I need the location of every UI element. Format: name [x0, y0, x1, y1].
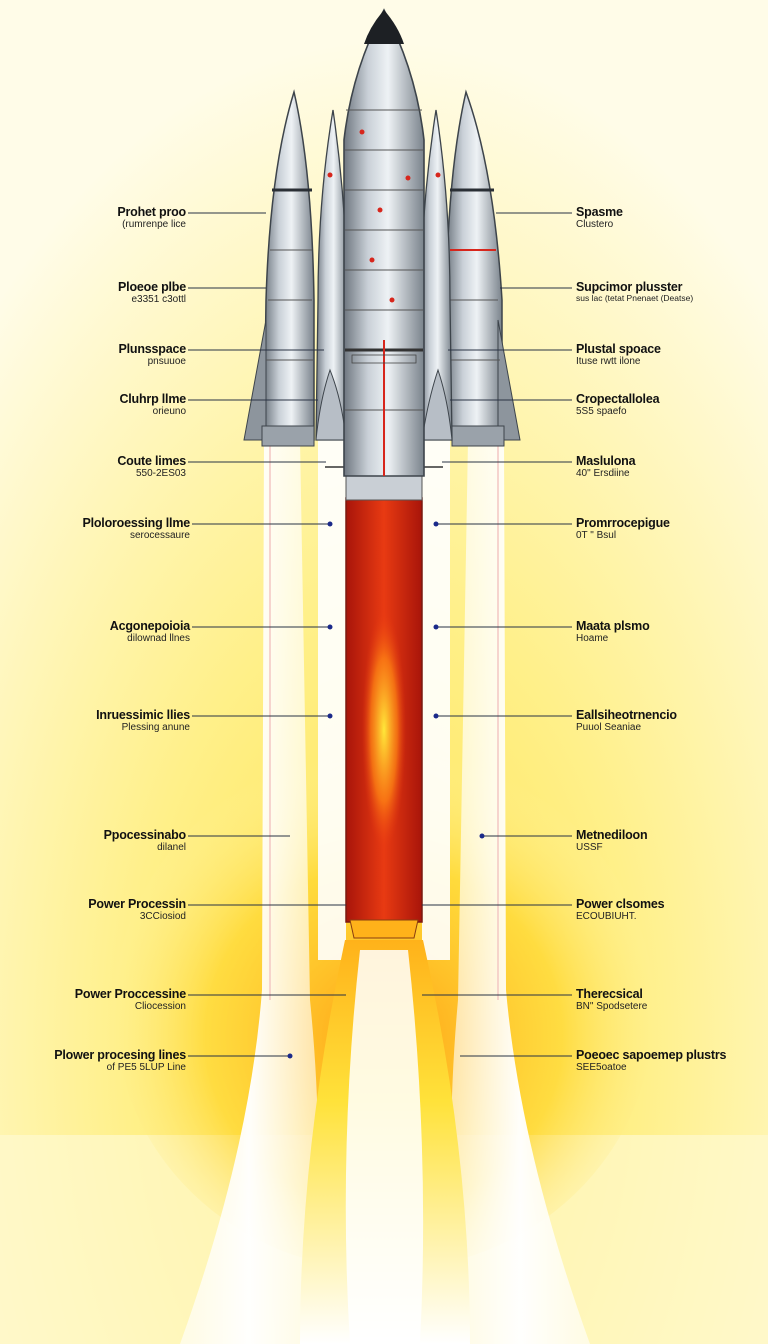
- label-title: Ploeoe plbe: [118, 280, 186, 294]
- label-subtitle: 5S5 spaefo: [576, 406, 627, 418]
- label-subtitle: sus lac (tetat Pnenaet (Deatse): [576, 293, 694, 304]
- label-title: Cluhrp llme: [119, 392, 186, 406]
- label-title: Power clsomes: [576, 897, 665, 911]
- label-title: Inruessimic llies: [96, 708, 190, 722]
- label-title: Plower procesing lines: [54, 1048, 186, 1062]
- label-subtitle: serocessaure: [129, 530, 190, 542]
- label-subtitle: 40" Ersdiine: [576, 468, 630, 480]
- label-title: Ppocessinabo: [103, 828, 187, 842]
- label-subtitle: USSF: [576, 842, 603, 854]
- label-subtitle: dilanel: [157, 842, 186, 854]
- label-title: Cropectallolea: [576, 392, 660, 406]
- label-subtitle: orieuno: [152, 406, 186, 418]
- leader-lines: [188, 212, 572, 1057]
- label-title: Plustal spoace: [576, 342, 661, 356]
- label-subtitle: Clustero: [576, 219, 614, 231]
- exhaust-plumes: [180, 440, 590, 1344]
- label-subtitle: BN" Spodsetere: [576, 1001, 648, 1013]
- label-subtitle: ECOUBIUHT.: [576, 911, 637, 923]
- label-title: Acgonepoioia: [109, 619, 190, 633]
- label-title: Metnediloon: [576, 828, 648, 842]
- label-subtitle: Hoame: [576, 633, 609, 645]
- label-subtitle: Cliocession: [134, 1001, 186, 1013]
- label-subtitle: Puuol Seaniae: [576, 722, 642, 734]
- label-title: Poeoec sapoemep plustrs: [576, 1048, 727, 1062]
- label-subtitle: dilownad llnes: [127, 633, 190, 645]
- label-subtitle: pnsuuoe: [147, 356, 186, 368]
- label-title: Ploloroessing llme: [82, 516, 190, 530]
- label-title: Plunsspace: [118, 342, 187, 356]
- label-title: Supcimor plusster: [576, 280, 683, 294]
- central-rocket: [343, 8, 425, 477]
- leader-dots: [287, 521, 485, 1059]
- inner-right-booster: [419, 109, 453, 441]
- label-title: Spasme: [576, 205, 623, 219]
- label-title: Power Proccessine: [74, 987, 186, 1001]
- inner-left-booster: [315, 109, 349, 441]
- label-subtitle: e3351 c3ottl: [131, 294, 187, 306]
- label-title: Therecsical: [576, 987, 643, 1001]
- label-title: Maslulona: [576, 454, 636, 468]
- label-title: Power Processin: [88, 897, 186, 911]
- label-title: Promrrocepigue: [576, 516, 670, 530]
- label-title: Prohet proo: [117, 205, 186, 219]
- label-subtitle: 0T " Bsul: [576, 530, 617, 542]
- label-subtitle: 550-2ES03: [135, 468, 186, 480]
- label-subtitle: (rumrenpe lice: [122, 219, 186, 231]
- label-title: Maata plsmo: [576, 619, 650, 633]
- core-chamber: [325, 466, 443, 939]
- label-subtitle: Ituse rwtt ilone: [576, 356, 641, 368]
- label-subtitle: SEE5oatoe: [576, 1062, 627, 1074]
- label-left-1: Prohet proo(rumrenpe lice: [117, 205, 186, 231]
- label-subtitle: 3CCiosiod: [139, 911, 186, 923]
- label-title: Eallsiheotrnencio: [576, 708, 677, 722]
- label-subtitle: of PE5 5LUP Line: [106, 1062, 186, 1074]
- label-title: Coute limes: [117, 454, 186, 468]
- label-subtitle: Plessing anune: [121, 722, 190, 734]
